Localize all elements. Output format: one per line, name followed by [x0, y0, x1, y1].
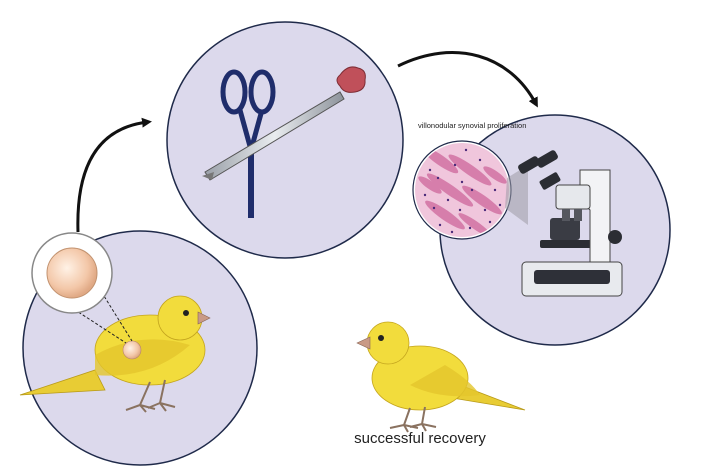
histology-label: villonodular synovial proliferation — [418, 121, 527, 130]
arrow-to-histology — [397, 51, 538, 108]
canary-bird-icon — [19, 295, 211, 413]
forceps-icon — [202, 91, 345, 181]
excised-mass-icon — [336, 66, 366, 93]
outcome-caption: successful recovery — [354, 430, 486, 447]
subcutaneous-mass-icon — [122, 340, 142, 360]
scissors-icon — [220, 69, 276, 218]
microscope-icon — [518, 150, 623, 297]
histology-slide-icon — [412, 140, 512, 240]
magnified-mass-icon — [46, 247, 98, 299]
panel-surgery — [166, 21, 404, 259]
arrow-to-surgery — [76, 117, 152, 233]
recovered-canary-icon — [356, 321, 526, 433]
